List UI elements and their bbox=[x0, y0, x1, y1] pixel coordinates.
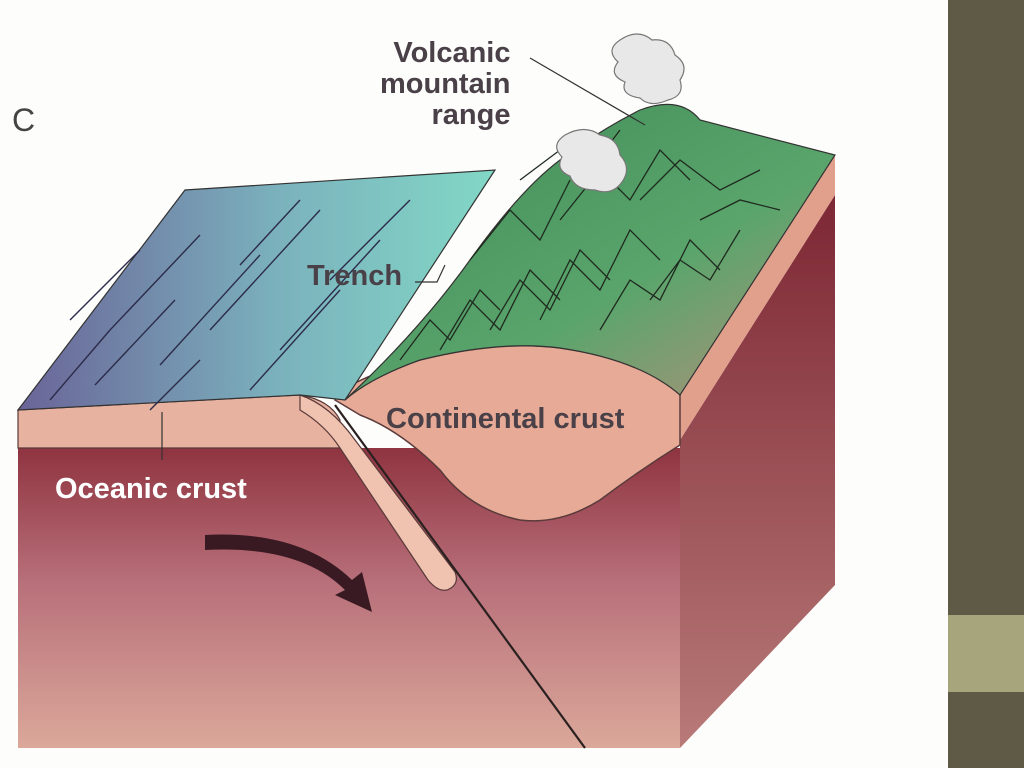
label-trench: Trench bbox=[307, 260, 403, 292]
ocean-surface bbox=[16, 169, 497, 411]
continental-crust-side bbox=[680, 155, 835, 440]
mountain-range bbox=[344, 103, 836, 401]
slide-sidebar-accent bbox=[948, 615, 1024, 692]
panel-letter: C bbox=[12, 102, 36, 138]
fault-line bbox=[334, 404, 586, 749]
subduction-arrow-icon bbox=[205, 534, 372, 612]
label-volcanic-line2: mountain bbox=[380, 68, 511, 101]
label-volcanic-line1: Volcanic bbox=[393, 37, 511, 69]
subducting-slab bbox=[299, 394, 457, 591]
volcanic-plume-icon bbox=[556, 33, 685, 193]
label-oceanic-crust: Oceanic crust bbox=[55, 473, 247, 505]
mountain-ridges bbox=[399, 129, 781, 361]
label-volcanic-mountain-range: Volcanic mountain range bbox=[380, 37, 511, 132]
ocean-wave-lines bbox=[49, 199, 411, 411]
label-volcanic-line3: range bbox=[431, 99, 511, 132]
block-side-face bbox=[680, 195, 835, 748]
leader-lines bbox=[161, 57, 646, 460]
label-continental-crust: Continental crust bbox=[386, 403, 625, 435]
